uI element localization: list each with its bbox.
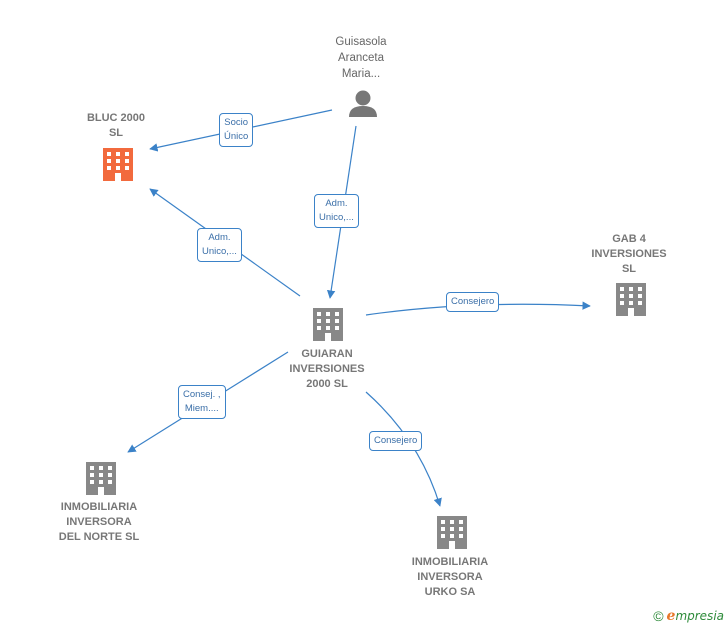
building-icon[interactable] [103, 148, 133, 181]
edge-label-guiaran-norte[interactable]: Consej. , Miem.... [178, 385, 226, 419]
building-icon[interactable] [313, 308, 343, 341]
copyright-icon: © [653, 608, 664, 624]
brand-footer[interactable]: © empresia [653, 608, 724, 624]
edge-label-guiaran-urko[interactable]: Consejero [369, 431, 423, 451]
node-label-gab4[interactable]: GAB 4 INVERSIONES SL [591, 233, 667, 275]
node-label-urko[interactable]: INMOBILIARIA INVERSORA URKO SA [411, 556, 489, 598]
building-icon[interactable] [86, 462, 116, 495]
node-label-bluc[interactable]: BLUC 2000 SL [86, 112, 146, 139]
edge-label-guiaran-gab4[interactable]: Consejero [446, 292, 500, 312]
building-icon[interactable] [437, 516, 467, 549]
node-label-person[interactable]: Guisasola Aranceta Maria... [335, 36, 387, 80]
node-label-guiaran[interactable]: GUIARAN INVERSIONES 2000 SL [289, 348, 365, 390]
building-icon[interactable] [616, 283, 646, 316]
person-icon[interactable] [349, 90, 377, 118]
edge-label-person-bluc[interactable]: Socio Único [219, 113, 254, 147]
edge-label-person-guiaran[interactable]: Adm. Unico,... [314, 194, 359, 228]
brand-logo: empresia [666, 608, 724, 624]
edge-label-guiaran-bluc[interactable]: Adm. Unico,... [197, 228, 242, 262]
node-label-norte[interactable]: INMOBILIARIA INVERSORA DEL NORTE SL [58, 501, 140, 543]
